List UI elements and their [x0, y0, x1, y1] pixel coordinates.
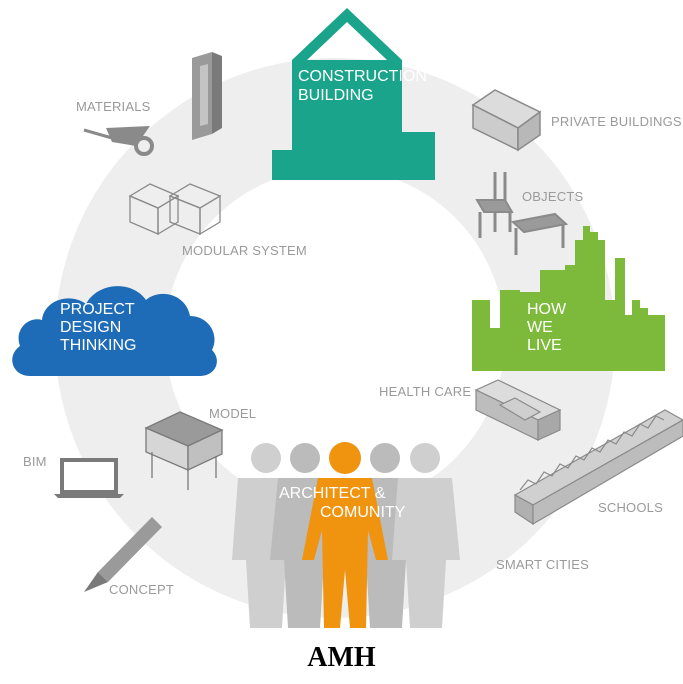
wheelbarrow-icon — [83, 126, 154, 156]
construction-label-line1: CONSTRUCTION — [298, 68, 427, 85]
project-label-line1: PROJECT — [60, 301, 135, 318]
how-label-line1: HOW — [527, 301, 567, 318]
private-buildings-label: PRIVATE BUILDINGS — [551, 114, 682, 129]
project-cloud-icon — [12, 286, 217, 376]
architect-label-line1: ARCHITECT & — [279, 485, 386, 502]
construction-building-icon — [272, 8, 435, 180]
project-label-line2: DESIGN — [60, 319, 121, 336]
footer-title: AMH — [307, 642, 376, 673]
modular-system-icon — [128, 183, 222, 236]
schools-icon — [513, 409, 683, 526]
construction-label-line2: BUILDING — [298, 87, 374, 104]
concept-label: CONCEPT — [109, 582, 174, 597]
model-label: MODEL — [209, 406, 256, 421]
i-beam-icon — [192, 52, 222, 140]
model-building-icon — [144, 411, 224, 490]
objects-icon — [475, 172, 569, 255]
laptop-icon — [54, 458, 124, 498]
private-building-icon — [471, 89, 542, 152]
objects-label: OBJECTS — [522, 189, 583, 204]
how-label-line2: WE — [527, 319, 553, 336]
bim-label: BIM — [23, 454, 47, 469]
community-people-icon — [232, 442, 460, 628]
schools-label: SCHOOLS — [598, 500, 663, 515]
project-label-line3: THINKING — [60, 337, 136, 354]
pencil-icon — [84, 517, 162, 592]
how-label-line3: LIVE — [527, 337, 562, 354]
modular-system-label: MODULAR SYSTEM — [182, 243, 307, 258]
how-we-live-icon — [472, 226, 665, 371]
health-care-icon — [474, 379, 562, 441]
smart-cities-label: SMART CITIES — [496, 557, 589, 572]
health-care-label: HEALTH CARE — [379, 384, 471, 399]
architect-label-line2: COMUNITY — [320, 504, 406, 521]
materials-label: MATERIALS — [76, 99, 151, 114]
